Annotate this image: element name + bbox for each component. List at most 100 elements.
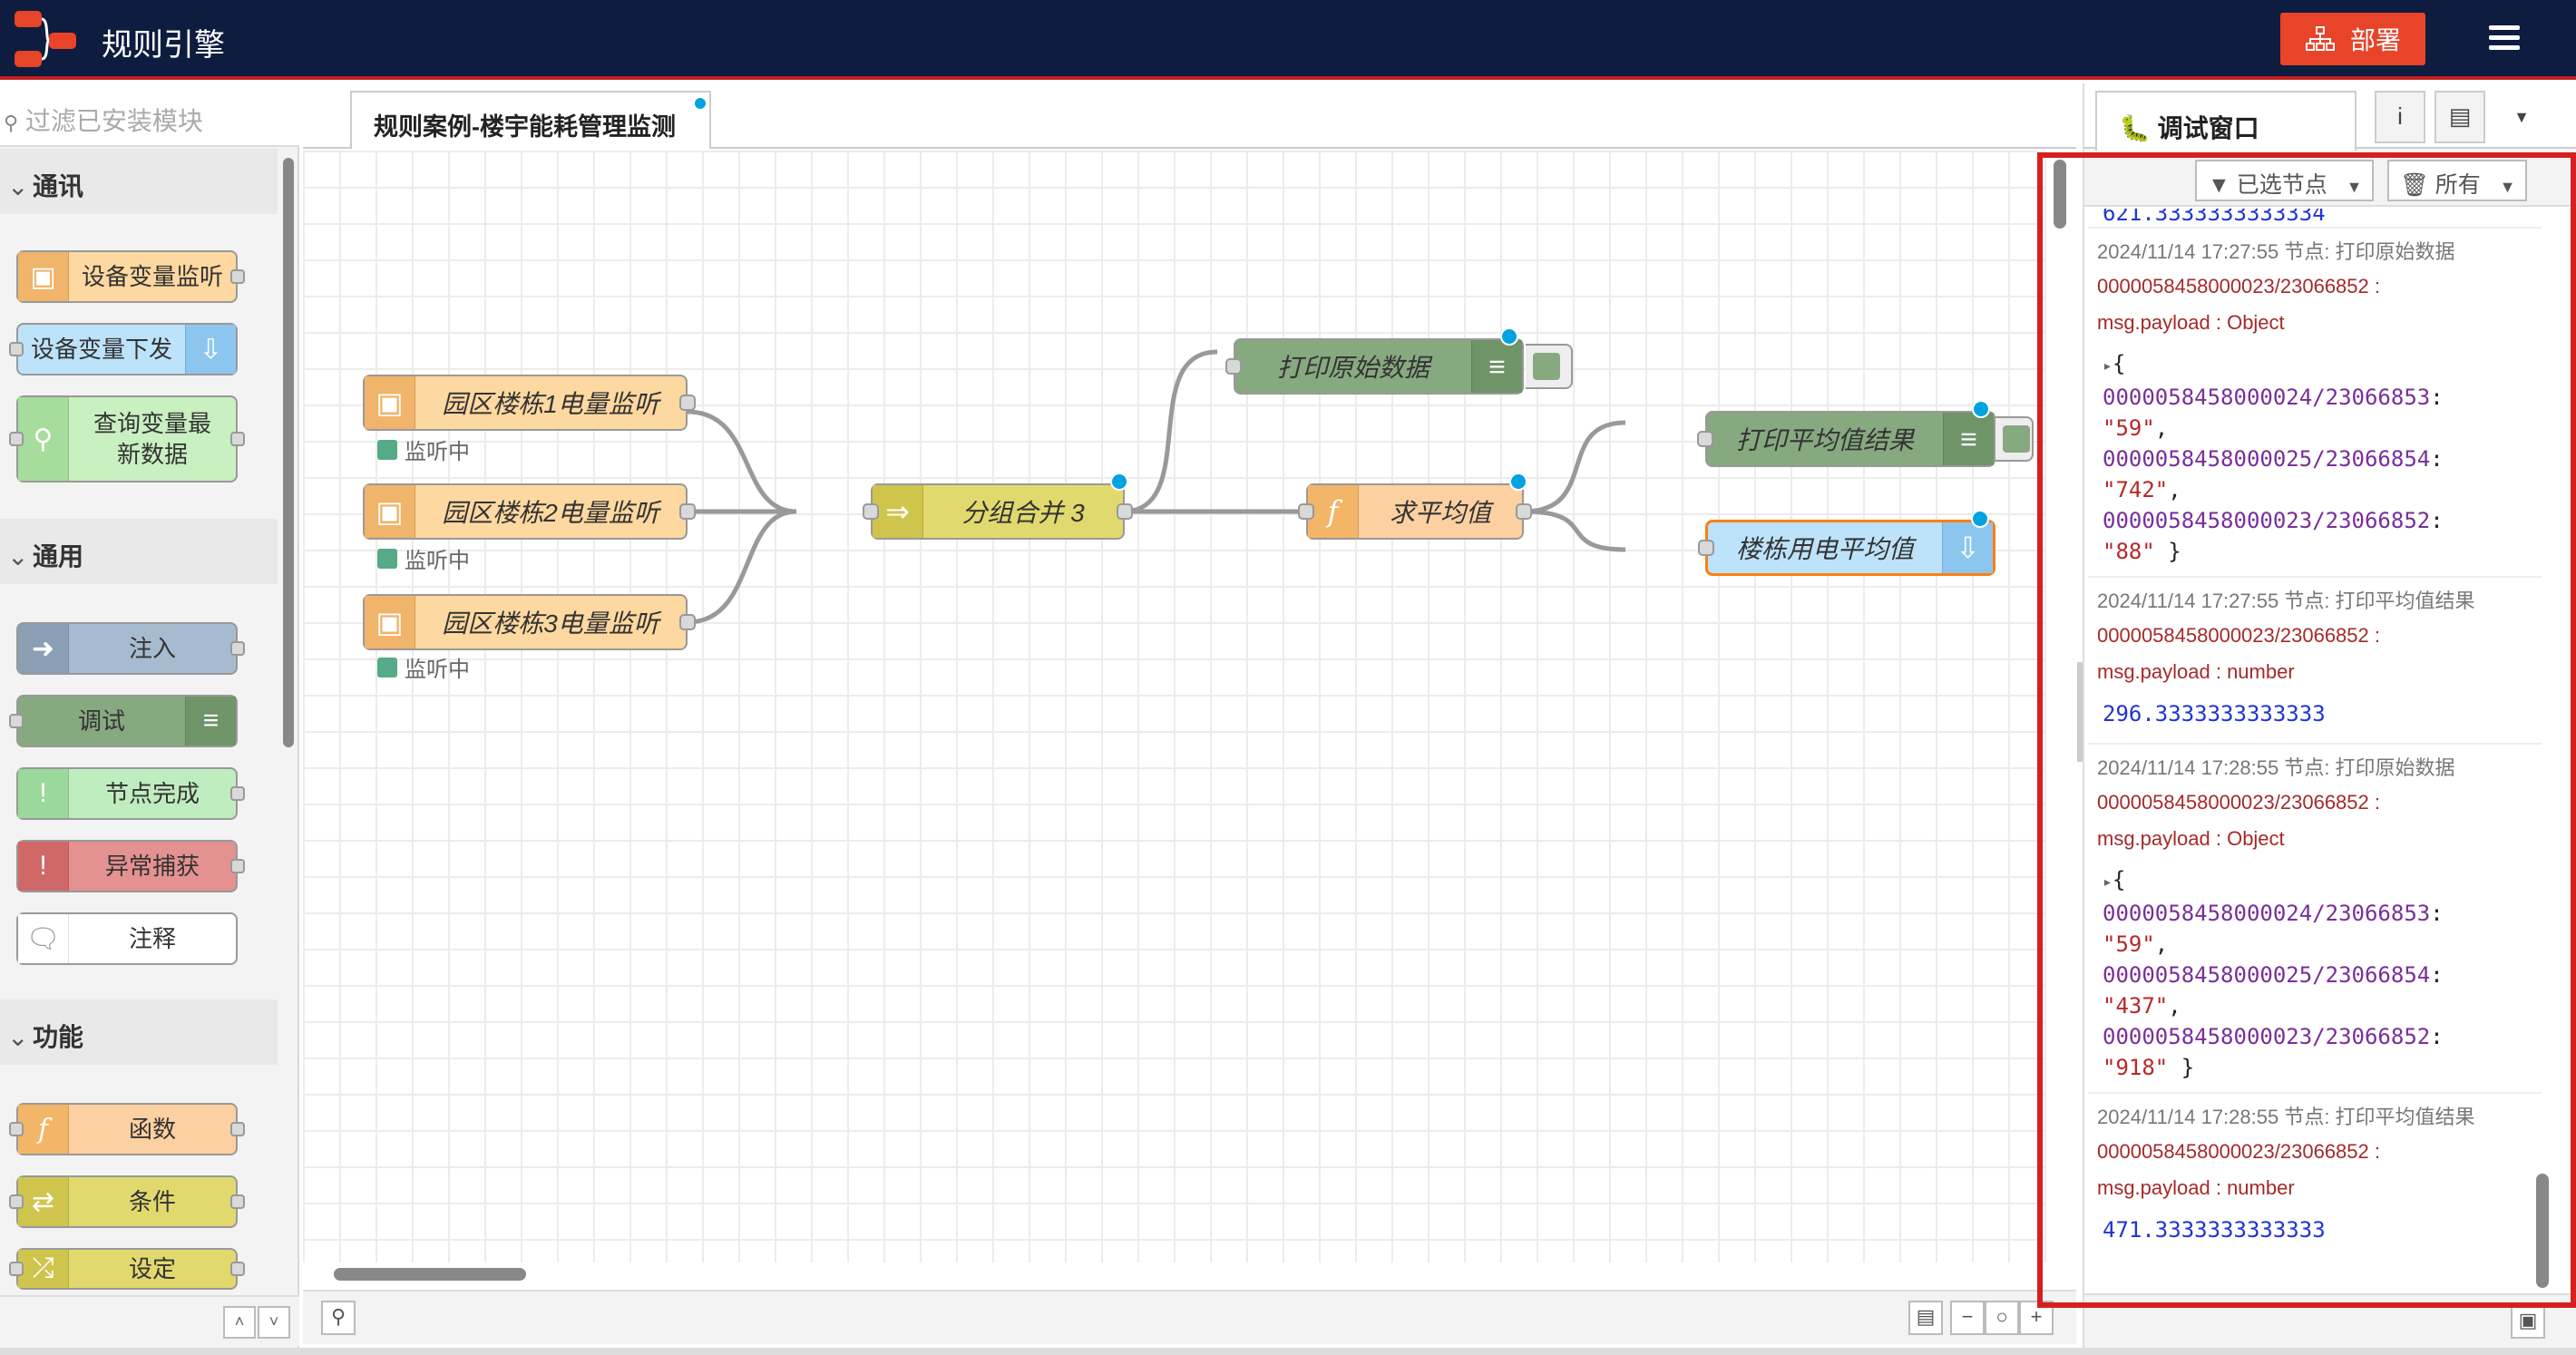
wire-join-printraw xyxy=(1122,349,1218,514)
palette-node-catch[interactable]: ! 异常捕获 xyxy=(16,840,245,892)
function-icon: f xyxy=(1308,485,1359,538)
palette-node-comment[interactable]: 🗨 注释 xyxy=(16,912,238,965)
changed-indicator-icon xyxy=(693,96,707,111)
deploy-label: 部署 xyxy=(2349,26,2401,54)
flow-node-listen2[interactable]: ▣ 园区楼栋2电量监听 xyxy=(363,483,696,540)
app-header: 规则引擎 部署 xyxy=(0,0,2576,80)
join-icon: ⇒ xyxy=(873,485,923,538)
expand-caret-icon[interactable]: ▸ xyxy=(2103,872,2113,892)
exclamation-icon: ! xyxy=(18,769,69,818)
zoom-out-button[interactable]: − xyxy=(1950,1301,1985,1335)
shuffle-icon: ⤮ xyxy=(18,1250,69,1288)
flow-node-average[interactable]: f 求平均值 xyxy=(1298,473,1532,540)
debug-scrollbar[interactable] xyxy=(2536,1174,2549,1288)
node-status-listen2: 监听中 xyxy=(377,542,470,574)
debug-filter-button[interactable]: ▼ 已选节点 ▼ xyxy=(2195,160,2374,201)
palette-search-placeholder: 过滤已安装模块 xyxy=(24,107,203,135)
palette-node-complete[interactable]: ! 节点完成 xyxy=(16,767,245,820)
navigator-button[interactable]: ▤ xyxy=(1908,1301,1943,1335)
debug-message-list[interactable]: 621.3333333333334 2024/11/14 17:27:55 节点… xyxy=(2088,209,2542,1252)
flow-node-join[interactable]: ⇒ 分组合并 3 xyxy=(863,473,1133,540)
wire-avg-push xyxy=(1523,509,1626,552)
zoom-reset-button[interactable]: ○ xyxy=(1985,1301,2019,1335)
deploy-icon xyxy=(2305,26,2335,51)
function-icon: f xyxy=(18,1105,69,1154)
debug-content: ▼ 已选节点 ▼ 🗑 所有 ▼ 621.3333333333334 2024/1… xyxy=(2084,151,2576,1293)
tab-debug[interactable]: 🐛 调试窗口 xyxy=(2095,91,2356,151)
debug-message[interactable]: 2024/11/14 17:28:55 节点: 打印原始数据 000005845… xyxy=(2088,745,2542,1094)
flow-node-push-avg[interactable]: 楼栋用电平均值 ⇩ xyxy=(1698,510,1995,576)
info-icon: i xyxy=(2397,102,2403,130)
flow-tabbar: 规则案例-楼宇能耗管理监测 xyxy=(303,83,2076,149)
device-icon: ▣ xyxy=(365,596,415,648)
expand-caret-icon[interactable]: ▸ xyxy=(2103,356,2113,375)
debug-message[interactable]: 2024/11/14 17:27:55 节点: 打印平均值结果 00000584… xyxy=(2088,578,2542,745)
flow-node-listen1[interactable]: ▣ 园区楼栋1电量监听 xyxy=(363,375,696,431)
palette-node-device-write[interactable]: 设备变量下发 ⇩ xyxy=(9,323,238,375)
palette-node-switch[interactable]: ⇄ 条件 xyxy=(9,1175,245,1228)
palette-node-query-latest[interactable]: ⚲ 查询变量最新数据 xyxy=(9,395,245,483)
palette-node-inject[interactable]: ➜ 注入 xyxy=(16,622,245,675)
debug-toggle-button[interactable] xyxy=(1526,344,1573,389)
debug-tab-label: 调试窗口 xyxy=(2157,114,2259,142)
comment-icon: 🗨 xyxy=(18,914,69,963)
debug-clear-button[interactable]: 🗑 所有 ▼ xyxy=(2387,160,2527,201)
main-menu-button[interactable] xyxy=(2482,20,2527,60)
sidebar-resize-handle[interactable] xyxy=(2077,662,2083,762)
list-icon: ≡ xyxy=(1943,413,1994,465)
sidebar-tabbar: 🐛 调试窗口 i ▤ ▼ xyxy=(2084,83,2576,151)
sidebar-footer: ▣ xyxy=(2084,1293,2576,1348)
device-icon: ▣ xyxy=(365,485,415,538)
flow-wires xyxy=(687,349,1626,625)
node-status-listen3: 监听中 xyxy=(377,651,470,683)
zoom-in-button[interactable]: + xyxy=(2019,1301,2054,1335)
debug-sidebar: 🐛 调试窗口 i ▤ ▼ ▼ 已选节点 ▼ 🗑 所有 ▼ 621.3333333… xyxy=(2083,83,2576,1349)
node-palette: ⚲ 过滤已安装模块 ⌄通讯 ▣ 设备变量监听 设备变量下发 ⇩ ⚲ 查询变量最新… xyxy=(0,83,299,1349)
canvas-horizontal-scrollbar[interactable] xyxy=(334,1268,526,1281)
palette-node-debug[interactable]: 调试 ≡ xyxy=(9,695,238,747)
tab-flow[interactable]: 规则案例-楼宇能耗管理监测 xyxy=(350,91,711,149)
flow-node-print-raw[interactable]: 打印原始数据 ≡ xyxy=(1225,327,1573,395)
payload-object[interactable]: ▸{ 0000058458000024/23066853: "59", 0000… xyxy=(2103,867,2444,1080)
palette-node-device-listen[interactable]: ▣ 设备变量监听 xyxy=(16,250,245,303)
collapse-all-button[interactable]: ˄ xyxy=(223,1306,256,1339)
debug-toggle-button[interactable] xyxy=(1995,416,2034,462)
tab-help[interactable]: ▤ xyxy=(2435,91,2485,143)
palette-node-change[interactable]: ⤮ 设定 xyxy=(9,1248,245,1290)
palette-search-input[interactable]: ⚲ 过滤已安装模块 xyxy=(0,83,299,147)
plus-icon: + xyxy=(2030,1305,2043,1328)
debug-message[interactable]: 2024/11/14 17:27:55 节点: 打印原始数据 000005845… xyxy=(2088,229,2542,578)
expand-all-button[interactable]: ˅ xyxy=(258,1306,290,1339)
tab-info[interactable]: i xyxy=(2375,91,2425,143)
deploy-button[interactable]: 部署 xyxy=(2280,13,2425,65)
workspace: 规则案例-楼宇能耗管理监测 ⚲ ▤ − ○ + xyxy=(303,83,2076,1344)
download-icon: ⇩ xyxy=(185,325,236,374)
flow-node-print-avg[interactable]: 打印平均值结果 ≡ xyxy=(1697,400,2034,467)
list-icon: ≡ xyxy=(185,697,236,746)
flow-canvas[interactable] xyxy=(303,151,2046,1262)
palette-category-function[interactable]: ⌄功能 xyxy=(0,999,278,1065)
device-icon: ▣ xyxy=(365,376,415,429)
circle-icon: ○ xyxy=(1995,1305,2008,1328)
workspace-footer: ⚲ ▤ − ○ + xyxy=(303,1290,2076,1344)
monitor-icon: ▣ xyxy=(2518,1309,2538,1331)
caret-down-icon: ▼ xyxy=(2513,108,2530,126)
sidebar-tabs-menu-button[interactable]: ▼ xyxy=(2496,91,2547,143)
search-flows-button[interactable]: ⚲ xyxy=(321,1301,356,1335)
canvas-vertical-scrollbar[interactable] xyxy=(2054,160,2066,229)
payload-object[interactable]: ▸{ 0000058458000024/23066853: "59", 0000… xyxy=(2103,351,2444,564)
palette-scrollbar[interactable] xyxy=(283,158,294,747)
chevron-down-icon: ⌄ xyxy=(7,172,29,200)
flow-node-listen3[interactable]: ▣ 园区楼栋3电量监听 xyxy=(363,594,696,650)
app-logo-icon xyxy=(15,11,76,67)
bottom-strip xyxy=(0,1348,2576,1355)
palette-category-common[interactable]: ⌄通用 xyxy=(0,519,278,584)
open-debug-window-button[interactable]: ▣ xyxy=(2511,1304,2545,1339)
debug-message[interactable]: 2024/11/14 17:28:55 节点: 打印平均值结果 00000584… xyxy=(2088,1094,2542,1252)
status-dot-icon xyxy=(377,657,397,678)
debug-message-partial: 621.3333333333334 xyxy=(2088,209,2542,229)
palette-category-comm[interactable]: ⌄通讯 xyxy=(0,149,278,214)
palette-node-function[interactable]: f 函数 xyxy=(9,1103,245,1155)
caret-down-icon: ▼ xyxy=(2346,178,2363,196)
chevrons-up-icon: ˄ xyxy=(234,1312,245,1331)
